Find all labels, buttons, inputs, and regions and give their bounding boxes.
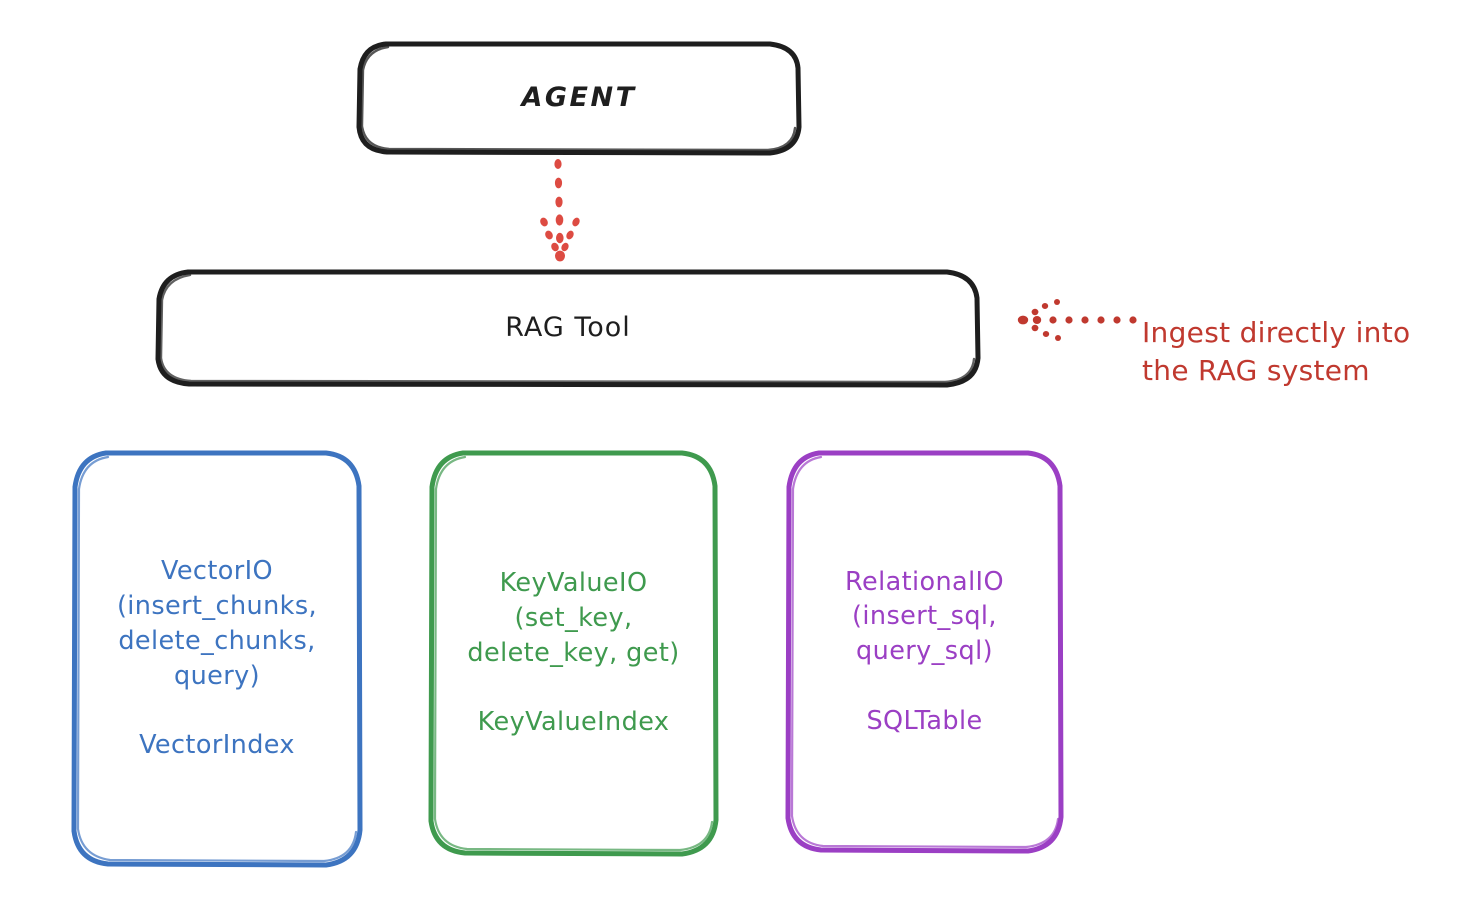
agent-to-rag-tool-arrow <box>540 159 580 262</box>
node-vector-io[interactable]: VectorIO (insert_chunks, delete_chunks, … <box>70 449 364 868</box>
ingest-annotation-text: Ingest directly into the RAG system <box>1142 315 1411 387</box>
node-rag-tool-label: RAG Tool <box>505 312 631 344</box>
ingest-annotation: Ingest directly into the RAG system <box>1142 276 1472 389</box>
node-relational-io-label: RelationalIO (insert_sql, query_sql) SQL… <box>845 566 1004 736</box>
node-vector-io-label: VectorIO (insert_chunks, delete_chunks, … <box>116 556 318 760</box>
node-relational-io[interactable]: RelationalIO (insert_sql, query_sql) SQL… <box>784 449 1065 854</box>
node-key-value-io[interactable]: KeyValueIO (set_key, delete_key, get) Ke… <box>427 449 720 857</box>
node-agent[interactable]: AGENT <box>356 41 802 156</box>
node-agent-label: AGENT <box>521 82 637 114</box>
ingest-note-arrow <box>1017 299 1137 341</box>
node-key-value-io-label: KeyValueIO (set_key, delete_key, get) Ke… <box>467 568 680 737</box>
node-rag-tool[interactable]: RAG Tool <box>154 269 982 388</box>
